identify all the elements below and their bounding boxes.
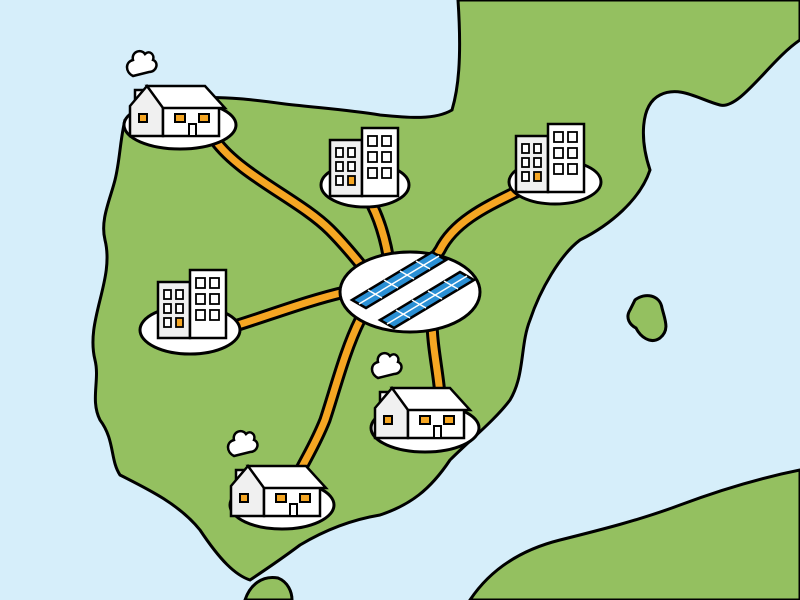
- solar-panel-icon: [349, 250, 477, 330]
- node-apartment-west: [138, 268, 242, 356]
- southeast-landmass: [468, 468, 800, 600]
- node-apartment-northeast: [507, 122, 603, 206]
- solar-platform: [338, 250, 482, 334]
- node-house-south: [226, 429, 336, 531]
- node-house-southeast: [369, 351, 481, 454]
- node-house-northwest: [122, 49, 238, 151]
- node-apartment-north: [319, 126, 411, 209]
- south-landmass: [243, 575, 294, 600]
- solar-hub: [338, 250, 482, 334]
- island: [626, 294, 668, 343]
